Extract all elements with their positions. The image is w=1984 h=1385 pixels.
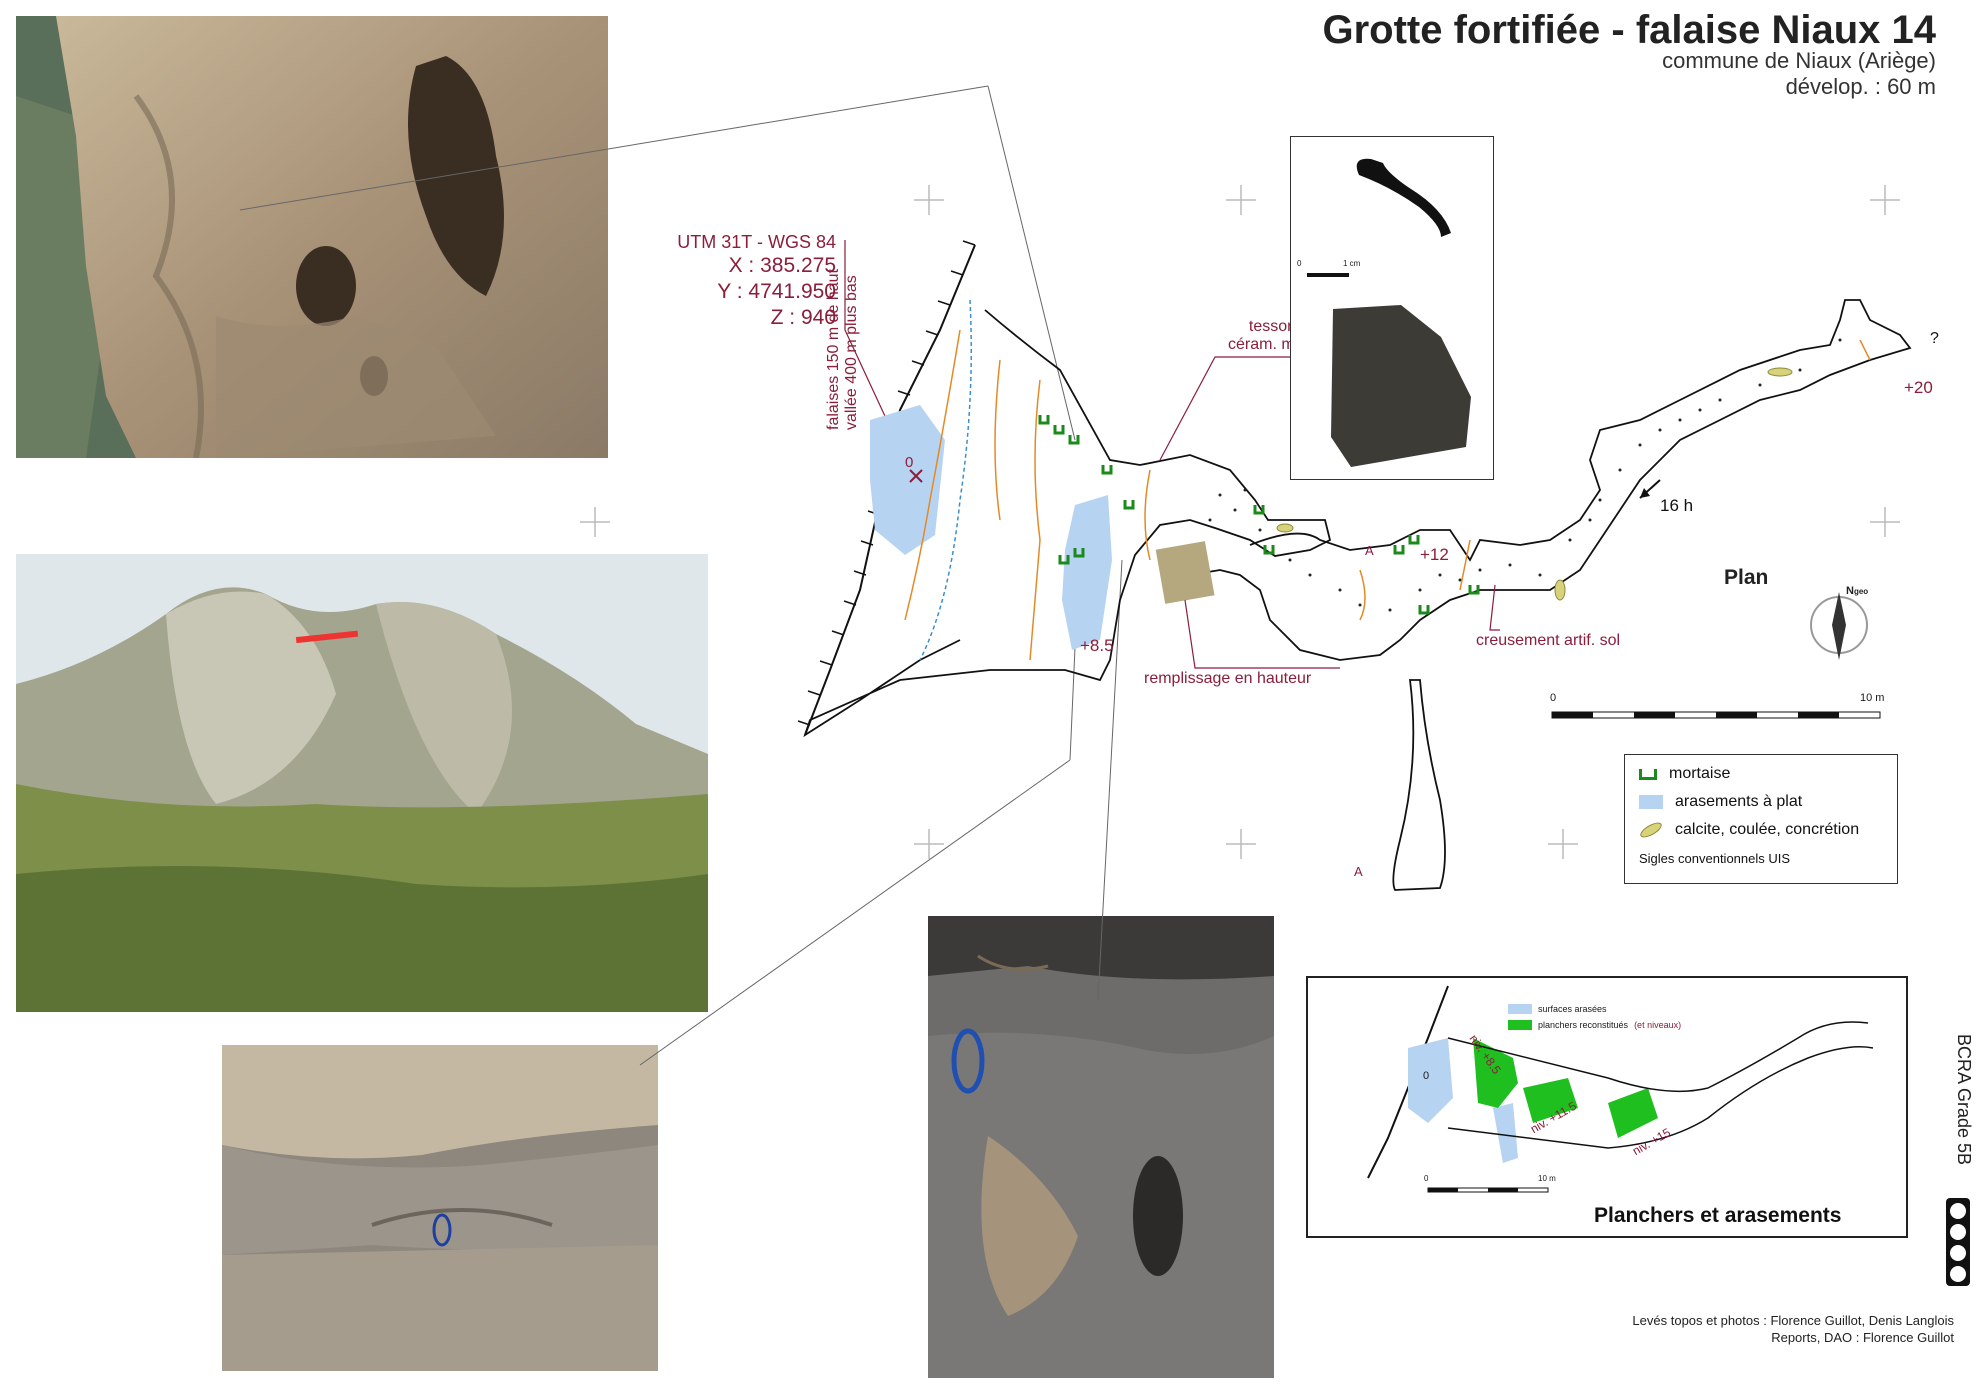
question-mark-label: ? <box>1930 330 1939 347</box>
map-legend: mortaise arasements à plat calcite, coul… <box>1624 754 1898 884</box>
commune-label: commune de Niaux (Ariège) <box>1662 48 1936 73</box>
plan-title: Plan <box>1724 566 1769 589</box>
utm-z: Z : 940 <box>770 306 836 329</box>
cliff-note-1: falaises 150 m de haut <box>825 269 842 430</box>
bcra-grade: BCRA Grade 5B <box>1954 1034 1974 1166</box>
utm-system: UTM 31T - WGS 84 <box>677 232 836 252</box>
utm-coordinates: UTM 31T - WGS 84 X : 385.275 Y : 4741.95… <box>650 232 836 331</box>
inset-legend-label-1: surfaces arasées <box>1538 1004 1607 1014</box>
development-label: dévelop. : 60 m <box>1785 74 1936 99</box>
inset-legend-row-2: planchers reconstitués (et niveaux) <box>1508 1020 1681 1030</box>
surfaces-swatch-icon <box>1508 1004 1532 1014</box>
planchers-swatch-icon <box>1508 1020 1532 1030</box>
mortaise-icon <box>1639 768 1657 780</box>
legend-label-mortaise: mortaise <box>1669 765 1731 782</box>
calcite-icon <box>1638 819 1664 841</box>
inset-zero-label: 0 <box>1423 1070 1430 1082</box>
direction-label: 16 h <box>1660 496 1694 515</box>
north-sub: geo <box>1853 587 1869 596</box>
nc-icon <box>1950 1244 1966 1261</box>
license-badge <box>1946 1198 1970 1286</box>
plan-scale-end: 10 m <box>1860 692 1885 704</box>
level-85-label: +8.5 <box>1080 636 1114 655</box>
tesson-label-1: tesson <box>1248 318 1297 335</box>
plan-scale-start: 0 <box>1550 692 1557 704</box>
credits-line-2: Reports, DAO : Florence Guillot <box>1771 1330 1954 1345</box>
level-12-label: +12 <box>1420 545 1449 564</box>
artifact-scale-start: 0 <box>1297 259 1302 268</box>
legend-label-arasements: arasements à plat <box>1675 793 1803 810</box>
map-subtitle: commune de Niaux (Ariège) dévelop. : 60 … <box>1662 48 1936 100</box>
artifact-scale-end: 1 cm <box>1343 259 1361 268</box>
rock-ledge-photo <box>222 1045 658 1371</box>
map-title: Grotte fortifiée - falaise Niaux 14 <box>1322 8 1936 52</box>
inset-scale-start: 0 <box>1424 1174 1429 1183</box>
inset-legend-label-2: planchers reconstitués <box>1538 1020 1629 1030</box>
legend-item-arasements: arasements à plat <box>1639 793 1802 811</box>
section-marker-plan: A <box>1365 543 1374 558</box>
by-icon <box>1950 1223 1966 1240</box>
utm-y: Y : 4741.950 <box>717 280 836 303</box>
legend-item-mortaise: mortaise <box>1639 765 1730 783</box>
ceramic-sherd-drawing <box>1307 158 1471 467</box>
zero-marker-label: 0 <box>905 454 914 471</box>
artifact-box: 0 1 cm <box>1290 136 1494 480</box>
rock-floor-photo <box>928 916 1274 1378</box>
cc-icon <box>1950 1202 1966 1219</box>
inset-plan-drawing <box>1367 985 1874 1193</box>
arasements-swatch-icon <box>1639 795 1663 809</box>
section-marker-profile: A <box>1354 864 1363 879</box>
credits-line-1: Levés topos et photos : Florence Guillot… <box>1632 1313 1954 1328</box>
inset-scale-end: 10 m <box>1538 1174 1556 1183</box>
remplissage-label: remplissage en hauteur <box>1144 670 1312 687</box>
credits: Levés topos et photos : Florence Guillot… <box>1632 1312 1954 1346</box>
inset-legend-label-2b: (et niveaux) <box>1634 1020 1682 1030</box>
utm-x: X : 385.275 <box>728 254 836 277</box>
legend-item-calcite: calcite, coulée, concrétion <box>1638 819 1860 841</box>
north-letter: N <box>1846 585 1854 597</box>
cliff-note: falaises 150 m de haut vallée 400 m plus… <box>825 230 861 430</box>
cliff-note-2: vallée 400 m plus bas <box>843 275 860 430</box>
creusement-label: creusement artif. sol <box>1476 632 1621 649</box>
north-label: Ngeo <box>1846 585 1868 597</box>
sa-icon <box>1950 1265 1966 1282</box>
inset-planchers: surfaces arasées planchers reconstitués … <box>1306 976 1908 1238</box>
mountain-view-photo <box>16 554 708 1012</box>
level-20-label: +20 <box>1904 378 1933 397</box>
cave-entrance-photo <box>16 16 608 458</box>
legend-note: Sigles conventionnels UIS <box>1639 851 1791 866</box>
legend-label-calcite: calcite, coulée, concrétion <box>1675 821 1860 838</box>
inset-title: Planchers et arasements <box>1594 1204 1842 1227</box>
inset-legend-row-1: surfaces arasées <box>1508 1004 1607 1014</box>
